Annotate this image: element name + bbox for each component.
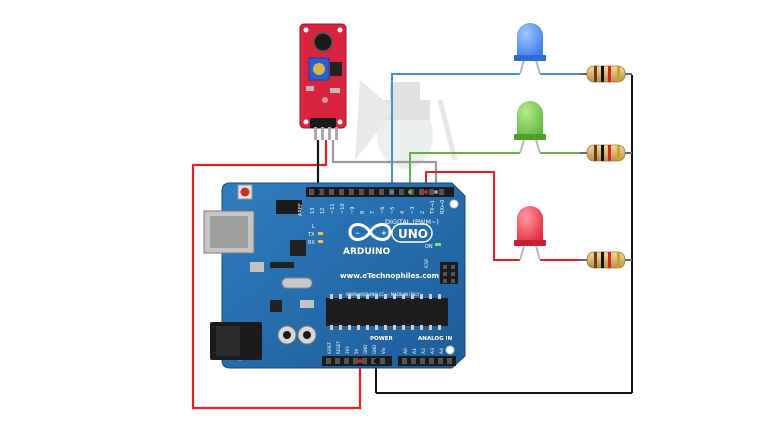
- pin-label: A3: [430, 348, 436, 354]
- sound-sensor-module: [299, 23, 347, 140]
- pin-label: Vin: [381, 347, 386, 354]
- pin-label: 13: [310, 208, 316, 214]
- brand-label: ARDUINO: [343, 247, 391, 257]
- pin-label: 2: [420, 211, 426, 214]
- arduino-uno-board: AREF 13 12 ~11 ~10 ~9 8 7 ~6 ~5 4 ~3 2 TX→1 RX←0 DIGI…: [203, 182, 466, 369]
- pin-label: ~10: [340, 203, 346, 214]
- digital-label: DIGITAL (PWM~): [385, 218, 439, 226]
- pin-label: IOREF: [327, 341, 332, 354]
- pin-label: ~5: [390, 207, 396, 214]
- aref-label: AREF: [298, 203, 304, 216]
- pin-label: 12: [320, 208, 326, 214]
- pin-label: A1: [412, 348, 418, 354]
- pin-label: GND: [363, 345, 368, 354]
- pin-label: 4: [400, 211, 406, 214]
- pin-label: RX←0: [440, 200, 446, 214]
- power-pin-labels: IOREF RESET 3V3 5V GND GND Vin: [327, 341, 386, 354]
- crystal: [281, 277, 313, 289]
- resistor-3: [580, 251, 632, 269]
- pin-label: GND: [372, 345, 377, 354]
- arduino-logo-icon: − +: [348, 223, 392, 241]
- red-wire-5v: [191, 140, 362, 410]
- pin-label: 5V: [354, 348, 359, 354]
- pin-label: TX→1: [430, 200, 436, 215]
- rx-label: RX: [308, 240, 315, 246]
- pin-label: 8: [360, 211, 366, 214]
- pin-label: ~9: [350, 207, 356, 214]
- pin-label: 3V3: [345, 346, 350, 354]
- pin-label: A0: [403, 348, 409, 354]
- green-led: [514, 101, 546, 154]
- pin-label: ~6: [380, 207, 386, 214]
- pin-label: ~3: [410, 207, 416, 214]
- made-in-label: WWW.ARDUINO.CC — MADE IN ITALY: [346, 292, 420, 297]
- resistor-2: [580, 144, 632, 162]
- icsp-label: ICSP: [424, 258, 429, 268]
- website-label: www.eTechnophiles.com: [340, 271, 439, 280]
- pin-label: A4: [439, 348, 445, 354]
- capacitors: [277, 325, 317, 345]
- red-led: [514, 206, 546, 261]
- usb-chip: [290, 240, 306, 256]
- svg-text:+: +: [381, 229, 387, 237]
- red-wire-led: [425, 171, 520, 261]
- microphone-icon: [313, 32, 333, 52]
- digital-pin-labels: 13 12 ~11 ~10 ~9 8 7 ~6 ~5 4 ~3 2 TX→1 RX←0: [310, 200, 446, 215]
- power-label: POWER: [370, 336, 394, 342]
- pin-label: A5: [448, 348, 454, 354]
- pin-label: ~11: [330, 203, 336, 214]
- pin-label: 7: [370, 211, 376, 214]
- on-label: ON: [425, 244, 433, 250]
- analog-header: [398, 356, 456, 366]
- svg-text:−: −: [355, 230, 360, 237]
- watermark-ghost: [355, 80, 458, 169]
- l-led-label: L: [312, 224, 315, 230]
- resistor-1: [580, 65, 632, 83]
- blue-wire: [391, 73, 520, 188]
- model-label: UNO: [398, 227, 428, 241]
- analog-label: ANALOG IN: [418, 336, 453, 342]
- pin-label: A2: [421, 348, 427, 354]
- pin-label: RESET: [336, 341, 341, 354]
- tx-label: TX: [307, 232, 315, 238]
- atmega328-chip: [326, 298, 448, 326]
- green-wire: [409, 152, 520, 188]
- icsp-header: [440, 262, 458, 284]
- gray-wire-signal: [331, 140, 438, 188]
- blue-led: [514, 23, 546, 75]
